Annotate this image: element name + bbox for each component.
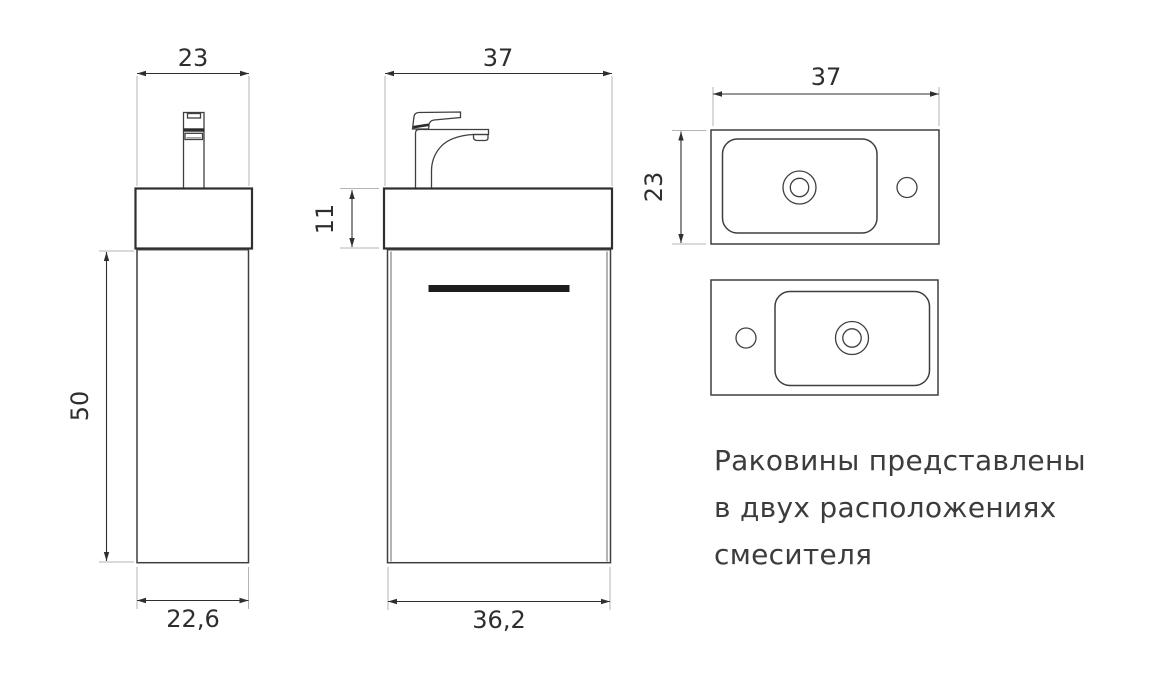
front-bottom-width-label: 36,2: [472, 606, 525, 634]
top1-tap-hole: [896, 176, 918, 199]
top-width-label: 37: [811, 63, 842, 91]
side-height-label: 50: [66, 391, 94, 422]
side-bottom-width-dimension: 22,6: [136, 567, 249, 633]
annotation-note: Раковины представлены в двух расположени…: [714, 444, 1086, 571]
top-width-dimension: 37: [712, 63, 940, 126]
top1-drain-inner: [789, 177, 810, 198]
top1-drain-outer: [782, 170, 817, 205]
side-bottom-width-label: 22,6: [166, 605, 219, 633]
front-top-width-dimension: 37: [384, 44, 613, 186]
side-top-width-dimension: 23: [136, 44, 250, 186]
top1-bowl: [721, 138, 878, 234]
front-basin-height-label: 11: [311, 204, 339, 235]
top2-drain-outer: [834, 320, 870, 356]
top-depth-label: 23: [640, 172, 668, 203]
faucet-back-icon: [182, 111, 205, 190]
door-handle: [428, 285, 570, 292]
side-top-width-label: 23: [178, 44, 209, 72]
top-view-tap-left: [710, 279, 939, 396]
front-top-width-label: 37: [483, 44, 514, 72]
note-line-1: Раковины представлены: [714, 444, 1086, 477]
top2-tap-hole: [735, 327, 757, 349]
side-view: 23 50 22,6: [66, 44, 254, 633]
front-basin: [382, 187, 614, 250]
note-line-2: в двух расположениях: [714, 491, 1056, 524]
top-depth-dimension: 23: [640, 130, 706, 245]
top2-drain-inner: [842, 328, 862, 348]
front-view: 37 11: [311, 44, 614, 634]
front-bottom-width-dimension: 36,2: [387, 567, 611, 634]
faucet-side-icon: [411, 111, 490, 190]
front-cabinet: [386, 248, 612, 564]
side-cabinet: [136, 248, 250, 564]
front-basin-height-dimension: 11: [311, 188, 379, 249]
note-line-3: смесителя: [714, 538, 872, 571]
side-basin: [134, 187, 254, 250]
side-height-dimension: 50: [66, 250, 134, 563]
top2-bowl: [774, 290, 931, 387]
top-view-tap-right: 37 23: [640, 63, 940, 245]
